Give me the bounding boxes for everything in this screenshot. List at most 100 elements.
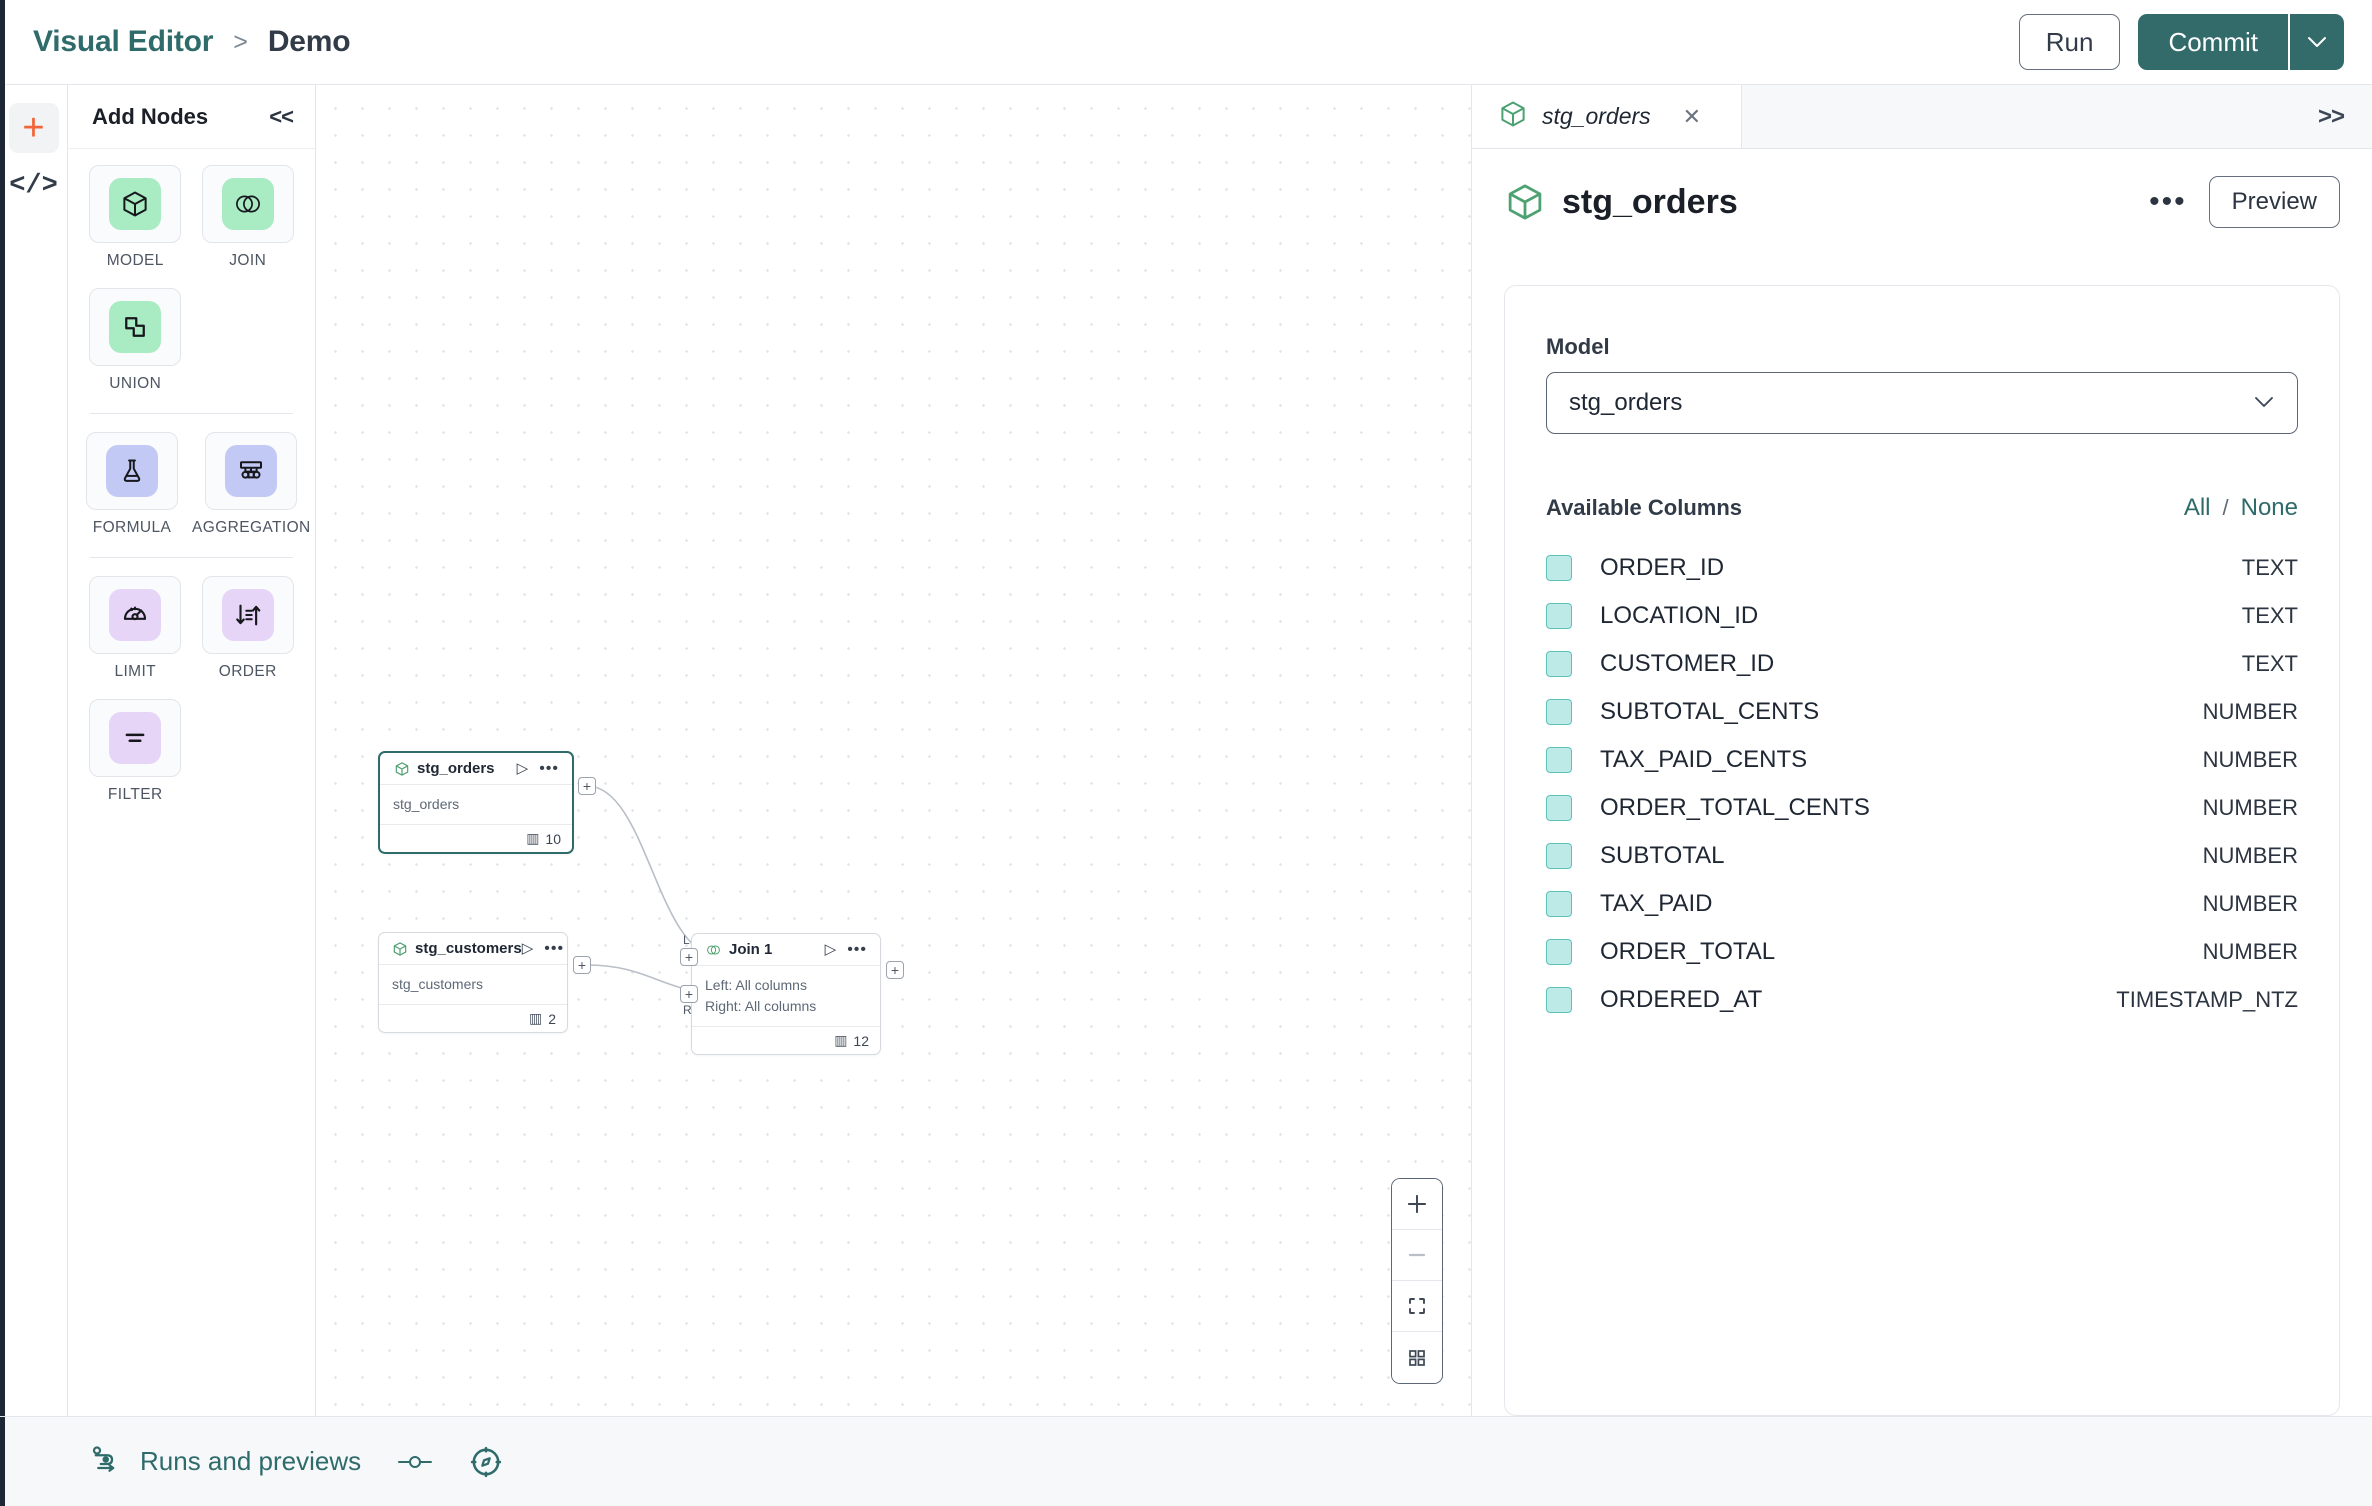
zoom-in-button[interactable] xyxy=(1392,1179,1442,1230)
inspector-actions: ••• Preview xyxy=(2149,176,2340,228)
flow-node-body: Left: All columns Right: All columns xyxy=(692,966,880,1026)
run-button[interactable]: Run xyxy=(2018,14,2121,70)
flow-canvas[interactable]: stg_orders ▷ ••• stg_orders ▥ 10 + xyxy=(316,85,1472,1416)
node-chip xyxy=(221,589,274,641)
minimap-toggle-button[interactable] xyxy=(1392,1332,1442,1383)
zoom-out-button[interactable] xyxy=(1392,1230,1442,1281)
run-node-icon[interactable]: ▷ xyxy=(824,941,837,958)
column-count: 10 xyxy=(545,830,561,847)
panel-divider xyxy=(90,413,293,414)
output-handle-stg-orders[interactable]: + xyxy=(578,777,596,795)
node-type-limit[interactable]: LIMIT xyxy=(86,576,185,681)
column-checkbox[interactable] xyxy=(1546,747,1572,773)
flow-node-header: stg_orders ▷ ••• xyxy=(380,753,572,785)
columns-icon: ▥ xyxy=(528,1010,543,1026)
column-name: CUSTOMER_ID xyxy=(1600,650,1775,677)
breadcrumb-root-link[interactable]: Visual Editor xyxy=(33,25,214,58)
panel-divider xyxy=(90,557,293,558)
column-checkbox[interactable] xyxy=(1546,555,1572,581)
flow-node-stg-orders[interactable]: stg_orders ▷ ••• stg_orders ▥ 10 xyxy=(378,751,574,854)
hierarchy-icon xyxy=(240,461,263,479)
plus-icon xyxy=(1407,1194,1427,1214)
flow-node-join-1[interactable]: Join 1 ▷ ••• Left: All columns Right: Al… xyxy=(691,933,881,1055)
join-left-handle-label: L xyxy=(683,933,690,947)
output-handle-stg-customers[interactable]: + xyxy=(573,956,591,974)
code-brackets-icon: </> xyxy=(9,171,58,201)
inspector-tab-bar: stg_orders ✕ >> xyxy=(1472,85,2372,149)
breadcrumb-separator-icon: > xyxy=(233,27,248,56)
column-checkbox[interactable] xyxy=(1546,843,1572,869)
flow-node-stg-customers[interactable]: stg_customers ▷ ••• stg_customers ▥ 2 xyxy=(378,932,568,1033)
join-left-input-handle[interactable]: + xyxy=(680,948,698,966)
collapse-panel-button[interactable]: << xyxy=(269,103,294,129)
code-view-rail-button[interactable]: </> xyxy=(9,161,59,211)
node-menu-icon[interactable]: ••• xyxy=(544,939,565,957)
commit-button[interactable]: Commit xyxy=(2138,14,2288,70)
model-select[interactable]: stg_orders xyxy=(1546,372,2298,434)
column-checkbox[interactable] xyxy=(1546,891,1572,917)
column-checkbox[interactable] xyxy=(1546,603,1572,629)
node-type-union[interactable]: UNION xyxy=(86,288,185,393)
breadcrumb-current: Demo xyxy=(267,25,351,58)
node-type-aggregation[interactable]: AGGREGATION xyxy=(192,432,311,537)
flow-node-title: stg_customers xyxy=(415,940,522,957)
runs-and-previews-button[interactable]: Runs and previews xyxy=(90,1444,361,1479)
preview-button[interactable]: Preview xyxy=(2208,176,2340,228)
window-left-edge-lower xyxy=(0,85,5,1416)
node-menu-icon[interactable]: ••• xyxy=(847,940,867,958)
chevron-down-icon xyxy=(2308,37,2326,47)
column-type: NUMBER xyxy=(2202,891,2298,916)
toggle-icon[interactable] xyxy=(395,1450,435,1474)
column-name: LOCATION_ID xyxy=(1600,602,1759,629)
join-right-input-handle[interactable]: + xyxy=(680,985,698,1003)
ellipsis-icon[interactable]: ••• xyxy=(2149,185,2187,218)
node-type-join[interactable]: JOIN xyxy=(199,165,298,270)
node-type-model[interactable]: MODEL xyxy=(86,165,185,270)
close-icon[interactable]: ✕ xyxy=(1682,103,1702,129)
bottom-bar: Runs and previews xyxy=(0,1416,2372,1506)
commit-dropdown-button[interactable] xyxy=(2288,14,2344,70)
node-type-formula[interactable]: FORMULA xyxy=(86,432,178,537)
node-chip xyxy=(225,445,278,497)
compass-icon[interactable] xyxy=(469,1445,503,1479)
node-type-filter[interactable]: FILTER xyxy=(86,699,185,804)
column-checkbox[interactable] xyxy=(1546,795,1572,821)
node-type-label: AGGREGATION xyxy=(192,519,311,536)
flow-node-header: stg_customers ▷ ••• xyxy=(379,933,567,965)
flow-node-body-line: Left: All columns xyxy=(705,977,807,993)
flow-node-actions: ▷ ••• xyxy=(825,942,867,957)
node-menu-icon[interactable]: ••• xyxy=(539,759,559,777)
output-handle-join-1[interactable]: + xyxy=(886,961,904,979)
fit-view-button[interactable] xyxy=(1392,1281,1442,1332)
column-checkbox[interactable] xyxy=(1546,987,1572,1013)
select-all-link[interactable]: All xyxy=(2183,494,2211,521)
runs-and-previews-label: Runs and previews xyxy=(140,1446,362,1476)
column-name: ORDER_ID xyxy=(1600,554,1725,581)
run-node-icon[interactable]: ▷ xyxy=(521,940,534,957)
join-right-handle-label: R xyxy=(683,1003,692,1017)
inspector-tab-title: stg_orders xyxy=(1542,103,1651,129)
run-node-icon[interactable]: ▷ xyxy=(516,760,529,777)
column-checkbox[interactable] xyxy=(1546,651,1572,677)
inspector-tab-stg-orders[interactable]: stg_orders ✕ xyxy=(1472,85,1742,148)
select-none-link[interactable]: None xyxy=(2240,494,2298,521)
expand-inspector-button[interactable]: >> xyxy=(2317,102,2345,130)
node-type-order[interactable]: ORDER xyxy=(199,576,298,681)
venn-circles-icon xyxy=(235,195,260,213)
add-node-rail-button[interactable]: + xyxy=(8,103,59,153)
node-tile xyxy=(89,165,182,243)
column-checkbox[interactable] xyxy=(1546,699,1572,725)
columns-icon: ▥ xyxy=(526,830,540,846)
node-type-label: FILTER xyxy=(107,786,163,803)
column-checkbox[interactable] xyxy=(1546,939,1572,965)
